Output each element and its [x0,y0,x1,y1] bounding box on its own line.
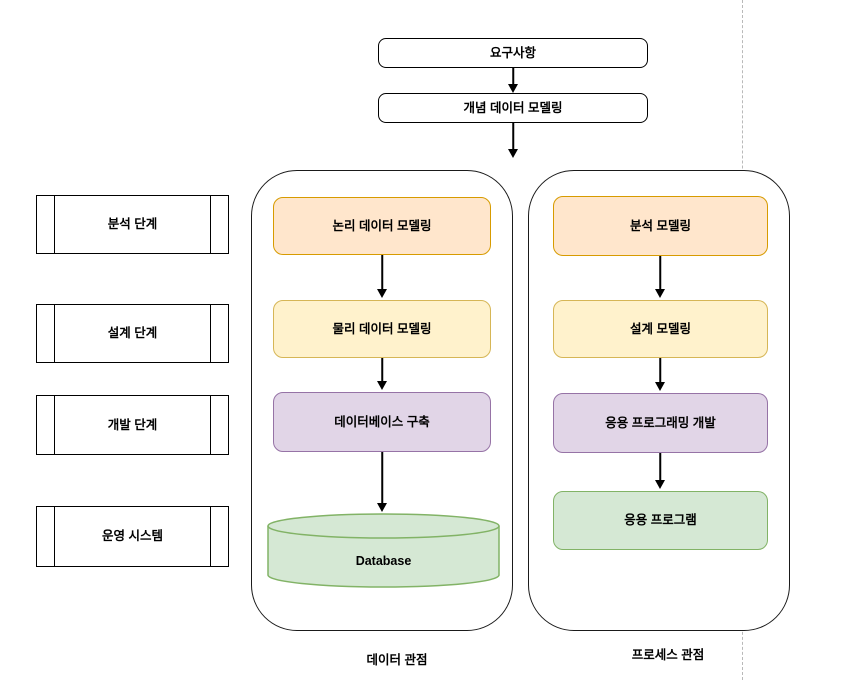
stage-label: 개발 단계 [107,417,158,432]
cylinder-shape [267,513,500,588]
step-label: 데이터베이스 구축 [334,414,430,429]
arrowhead-icon [508,149,518,158]
step-label: 물리 데이터 모델링 [332,321,432,336]
arrowhead-icon [655,289,665,298]
arrowhead-icon [377,289,387,298]
step-label: 응용 프로그래밍 개발 [605,415,716,430]
step-label: 설계 모델링 [630,321,691,336]
conceptual-modeling-box: 개념 데이터 모델링 [378,93,648,123]
application-program-box: 응용 프로그램 [553,491,768,550]
arrow-logical-to-physical [376,255,388,298]
arrow-analysis-to-design [654,256,666,298]
arrow-line [512,68,514,86]
stage-label: 분석 단계 [107,217,158,231]
step-label: 논리 데이터 모델링 [332,218,432,233]
design-modeling-box: 설계 모델링 [553,300,768,358]
stage-box-operation: 운영 시스템 [36,506,229,567]
arrowhead-icon [377,381,387,390]
step-label: 응용 프로그램 [624,513,697,527]
arrow-build-to-database [376,452,388,512]
arrow-appdev-to-application [654,453,666,489]
data-perspective-caption: 데이터 관점 [366,653,428,667]
stage-box-design: 설계 단계 [36,304,229,363]
conceptual-modeling-label: 개념 데이터 모델링 [463,100,563,115]
analysis-modeling-box: 분석 모델링 [553,196,768,256]
physical-data-modeling-box: 물리 데이터 모델링 [273,300,491,358]
arrow-requirements-to-conceptual [507,68,519,93]
arrow-line [512,123,514,151]
arrow-line [659,256,661,291]
arrow-conceptual-to-containers [507,123,519,158]
stage-label: 설계 단계 [107,326,158,340]
arrow-design-to-appdev [654,358,666,391]
database-label: Database [355,554,412,568]
arrowhead-icon [508,84,518,93]
arrow-line [381,358,383,383]
arrowhead-icon [655,382,665,391]
arrow-line [659,358,661,384]
database-cylinder: Database [267,513,500,588]
requirements-label: 요구사항 [489,45,536,60]
arrowhead-icon [655,480,665,489]
logical-data-modeling-box: 논리 데이터 모델링 [273,197,491,255]
step-label: 분석 모델링 [630,218,691,233]
stage-label: 운영 시스템 [102,529,163,543]
database-build-box: 데이터베이스 구축 [273,392,491,452]
stage-box-analysis: 분석 단계 [36,195,229,254]
stage-box-development: 개발 단계 [36,395,229,455]
arrow-line [659,453,661,482]
process-perspective-caption: 프로세스 관점 [631,648,705,662]
arrow-line [381,255,383,291]
arrowhead-icon [377,503,387,512]
arrow-physical-to-build [376,358,388,390]
arrow-line [381,452,383,505]
requirements-box: 요구사항 [378,38,648,68]
application-programming-box: 응용 프로그래밍 개발 [553,393,768,453]
